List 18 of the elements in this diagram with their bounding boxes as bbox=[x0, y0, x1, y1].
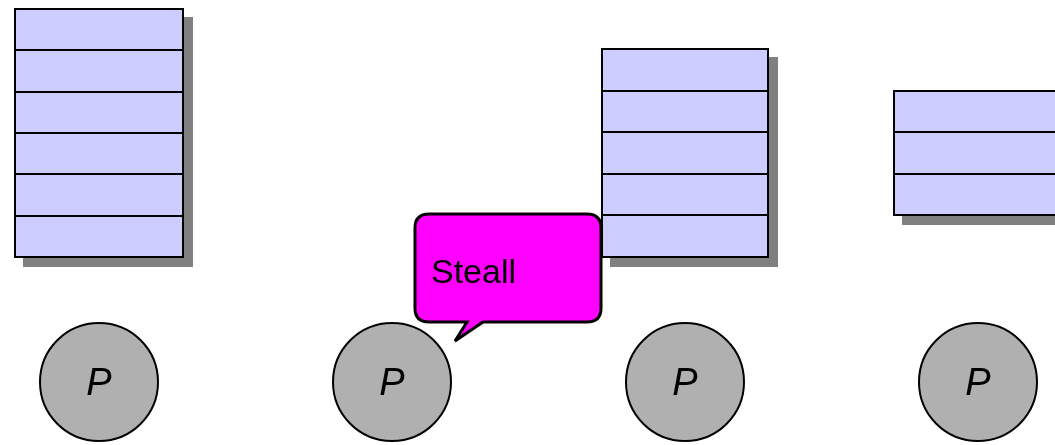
processor-circle: P bbox=[918, 322, 1038, 442]
stack-cell bbox=[14, 49, 184, 93]
stack-cell bbox=[601, 89, 769, 134]
stack-cell bbox=[893, 90, 1055, 134]
stack-cell bbox=[601, 48, 769, 92]
processor-circle: P bbox=[625, 322, 745, 442]
stack-cell bbox=[601, 214, 769, 258]
processor-circle: P bbox=[39, 322, 159, 442]
stack-cell bbox=[14, 8, 184, 52]
stack-cell bbox=[14, 90, 184, 134]
stack-cell bbox=[14, 214, 184, 258]
stack-cell bbox=[601, 131, 769, 175]
bubble-text: Steall bbox=[431, 252, 517, 291]
stack-cell bbox=[14, 132, 184, 176]
processor-circle: P bbox=[332, 322, 452, 442]
stack-cell bbox=[14, 173, 184, 217]
stack-cell bbox=[893, 172, 1055, 216]
stack-cell bbox=[601, 172, 769, 217]
